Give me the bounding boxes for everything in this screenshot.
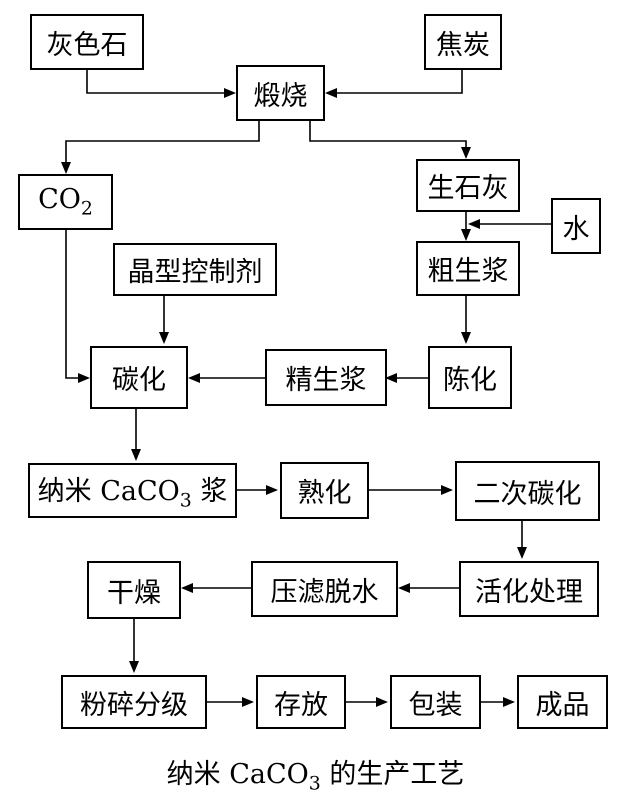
arrowhead [78,373,90,383]
arrowhead [385,373,397,383]
arrow-calcination-to-co2 [65,121,260,172]
arrowhead [468,219,480,229]
arrowhead [131,449,141,461]
arrowhead [129,661,139,673]
arrow-limestone-to-calcination [86,70,234,94]
nano-slurry-subscript: 3 [179,489,192,512]
arrowhead [461,229,471,241]
node-calcination: 煅烧 [236,65,325,121]
node-crushing: 粉碎分级 [61,675,207,729]
arrowhead [224,88,236,98]
co2-main-text: CO [38,184,81,216]
node-co2: CO2 [18,174,113,230]
diagram-caption: 纳米 CaCO3 的生产工艺 [166,759,465,795]
node-second-carbonation: 二次碳化 [455,461,600,521]
node-packaging: 包装 [390,675,481,729]
node-quicklime: 生石灰 [416,159,520,212]
arrowhead [376,697,388,707]
node-water: 水 [551,198,601,254]
arrowhead [441,485,453,495]
node-crystal-agent: 晶型控制剂 [113,243,277,296]
arrowhead [503,697,515,707]
node-coke: 焦炭 [424,14,502,70]
node-product: 成品 [517,675,608,729]
arrowhead [398,583,410,593]
arrow-co2-to-carbonation [65,230,88,379]
node-nano-slurry: 纳米 CaCO3 浆 [28,463,237,518]
node-storage: 存放 [256,675,346,729]
node-refined-slurry: 精生浆 [265,349,387,406]
arrowhead [188,373,200,383]
node-limestone: 灰色石 [30,14,144,70]
node-filter-press: 压滤脱水 [251,561,398,617]
co2-subscript: 2 [80,197,93,220]
arrow-calcination-to-quicklime [309,121,467,157]
caption-subscript: 3 [308,772,321,795]
arrowhead [461,332,471,344]
arrowhead [266,485,278,495]
node-drying: 干燥 [87,561,181,619]
arrowhead [242,697,254,707]
arrowhead [61,162,71,174]
node-carbonation: 碳化 [90,346,188,409]
node-aging: 陈化 [428,346,512,409]
arrow-coke-to-calcination [327,70,463,94]
arrowhead [325,88,337,98]
arrowhead [461,147,471,159]
arrowhead [517,547,527,559]
node-crude-slurry: 粗生浆 [416,241,520,296]
node-curing: 熟化 [280,462,369,519]
arrowhead [159,332,169,344]
node-activation: 活化处理 [459,561,599,617]
arrowhead [181,583,193,593]
